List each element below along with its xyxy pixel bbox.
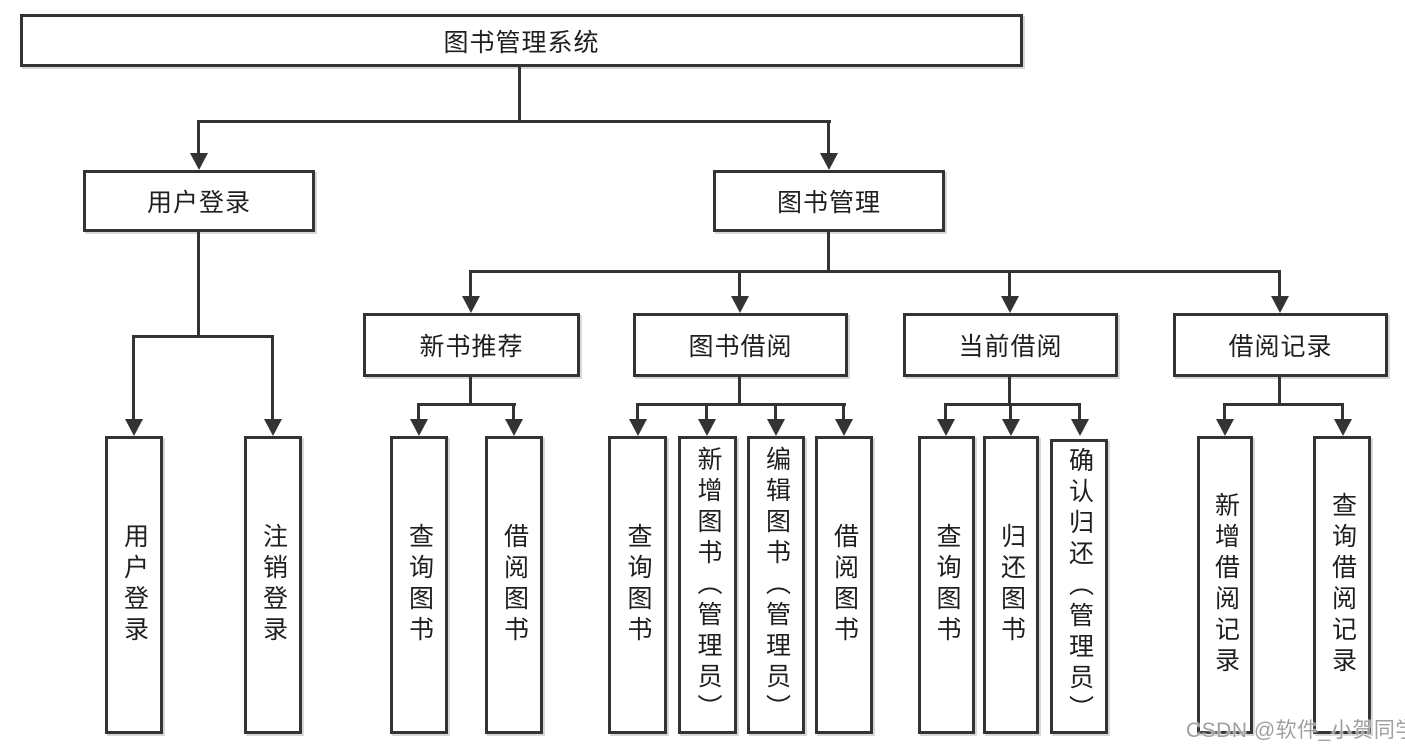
leaf-add-book-admin-label: 新增图书（管理员）	[694, 445, 722, 725]
leaf-logout: 注销登录	[244, 436, 302, 734]
arrow-down-icon	[1071, 419, 1089, 436]
connector-leaf	[512, 403, 515, 421]
leaf-search-borrow-record: 查询借阅记录	[1313, 436, 1371, 734]
leaf-user-login-label: 用户登录	[120, 523, 149, 647]
leaf-rec-search-book-label: 查询图书	[405, 523, 434, 647]
node-root: 图书管理系统	[20, 14, 1023, 67]
arrow-down-icon	[937, 419, 955, 436]
arrow-down-icon	[820, 153, 838, 170]
connector-new-rec-hline	[417, 403, 516, 406]
node-new-book-recommend: 新书推荐	[363, 313, 580, 377]
connector-leaf	[842, 403, 845, 421]
leaf-return-book-label: 归还图书	[997, 523, 1026, 647]
connector-to-user-login	[197, 120, 200, 156]
connector-to-book-mgmt	[827, 120, 830, 156]
leaf-borrow-book: 借阅图书	[815, 436, 873, 734]
node-user-login-label: 用户登录	[146, 189, 251, 217]
connector-user-login-hline	[132, 335, 274, 338]
arrow-down-icon	[505, 419, 523, 436]
connector-book-borrow-stem	[738, 377, 741, 405]
connector-leaf	[1009, 403, 1012, 421]
leaf-rec-borrow-book-label: 借阅图书	[500, 523, 529, 647]
connector-to-current-borrow	[1008, 270, 1011, 298]
node-book-management: 图书管理	[713, 170, 945, 232]
connector-user-login-stem	[197, 232, 200, 338]
leaf-borrow-search-book: 查询图书	[608, 436, 667, 734]
connector-to-new-rec	[469, 270, 472, 298]
connector-leaf	[1341, 403, 1344, 421]
connector-leaf	[944, 403, 947, 421]
leaf-current-search-book: 查询图书	[918, 436, 975, 734]
connector-current-borrow-stem	[1008, 377, 1011, 405]
leaf-rec-search-book: 查询图书	[390, 436, 448, 734]
arrow-down-icon	[1002, 419, 1020, 436]
connector-leaf	[417, 403, 420, 421]
connector-book-mgmt-hline	[469, 270, 1281, 273]
leaf-borrow-search-book-label: 查询图书	[624, 523, 652, 647]
arrow-down-icon	[410, 419, 428, 436]
arrow-down-icon	[698, 419, 716, 436]
connector-to-leaf-login	[132, 335, 135, 420]
leaf-search-borrow-record-label: 查询借阅记录	[1328, 492, 1357, 678]
leaf-user-login: 用户登录	[105, 436, 163, 734]
node-book-borrow: 图书借阅	[633, 313, 848, 377]
leaf-confirm-return-admin-label: 确认归还（管理员）	[1065, 447, 1094, 726]
connector-to-borrow-records	[1278, 270, 1281, 298]
arrow-down-icon	[462, 296, 480, 313]
leaf-current-search-book-label: 查询图书	[933, 523, 961, 647]
connector-book-mgmt-stem	[827, 232, 830, 273]
connector-current-borrow-hline	[944, 403, 1081, 406]
arrow-down-icon	[190, 153, 208, 170]
connector-leaf	[705, 403, 708, 421]
node-book-management-label: 图书管理	[776, 189, 881, 217]
arrow-down-icon	[1001, 296, 1019, 313]
connector-new-rec-stem	[469, 377, 472, 405]
node-user-login: 用户登录	[83, 170, 315, 232]
node-borrow-records: 借阅记录	[1173, 313, 1388, 377]
arrow-down-icon	[1271, 296, 1289, 313]
node-borrow-records-label: 借阅记录	[1228, 333, 1333, 361]
leaf-add-book-admin: 新增图书（管理员）	[678, 436, 737, 734]
arrow-down-icon	[767, 419, 785, 436]
leaf-borrow-book-label: 借阅图书	[830, 523, 859, 647]
connector-to-leaf-logout	[271, 335, 274, 420]
leaf-add-borrow-record: 新增借阅记录	[1197, 436, 1253, 734]
connector-root-hline	[197, 120, 831, 123]
connector-book-borrow-hline	[636, 403, 846, 406]
leaf-edit-book-admin: 编辑图书（管理员）	[747, 436, 805, 734]
arrow-down-icon	[1334, 419, 1352, 436]
node-new-book-recommend-label: 新书推荐	[419, 333, 524, 361]
leaf-logout-label: 注销登录	[259, 523, 288, 647]
node-root-label: 图书管理系统	[443, 28, 600, 57]
arrow-down-icon	[1216, 419, 1234, 436]
node-book-borrow-label: 图书借阅	[688, 333, 793, 361]
connector-leaf	[774, 403, 777, 421]
node-current-borrow-label: 当前借阅	[958, 333, 1063, 361]
connector-root-stem	[518, 66, 521, 123]
arrow-down-icon	[125, 419, 143, 436]
leaf-return-book: 归还图书	[983, 436, 1039, 734]
connector-borrow-records-hline	[1223, 403, 1344, 406]
connector-leaf	[636, 403, 639, 421]
leaf-confirm-return-admin: 确认归还（管理员）	[1050, 439, 1108, 734]
arrow-down-icon	[835, 419, 853, 436]
arrow-down-icon	[731, 296, 749, 313]
node-current-borrow: 当前借阅	[903, 313, 1118, 377]
leaf-rec-borrow-book: 借阅图书	[485, 436, 543, 734]
arrow-down-icon	[264, 419, 282, 436]
leaf-edit-book-admin-label: 编辑图书（管理员）	[762, 445, 791, 725]
connector-leaf	[1223, 403, 1226, 421]
connector-to-book-borrow	[738, 270, 741, 298]
csdn-watermark: CSDN @软件_小贺同学	[1186, 719, 1405, 742]
leaf-add-borrow-record-label: 新增借阅记录	[1211, 492, 1240, 678]
connector-borrow-records-stem	[1278, 377, 1281, 405]
arrow-down-icon	[629, 419, 647, 436]
connector-leaf	[1078, 403, 1081, 421]
